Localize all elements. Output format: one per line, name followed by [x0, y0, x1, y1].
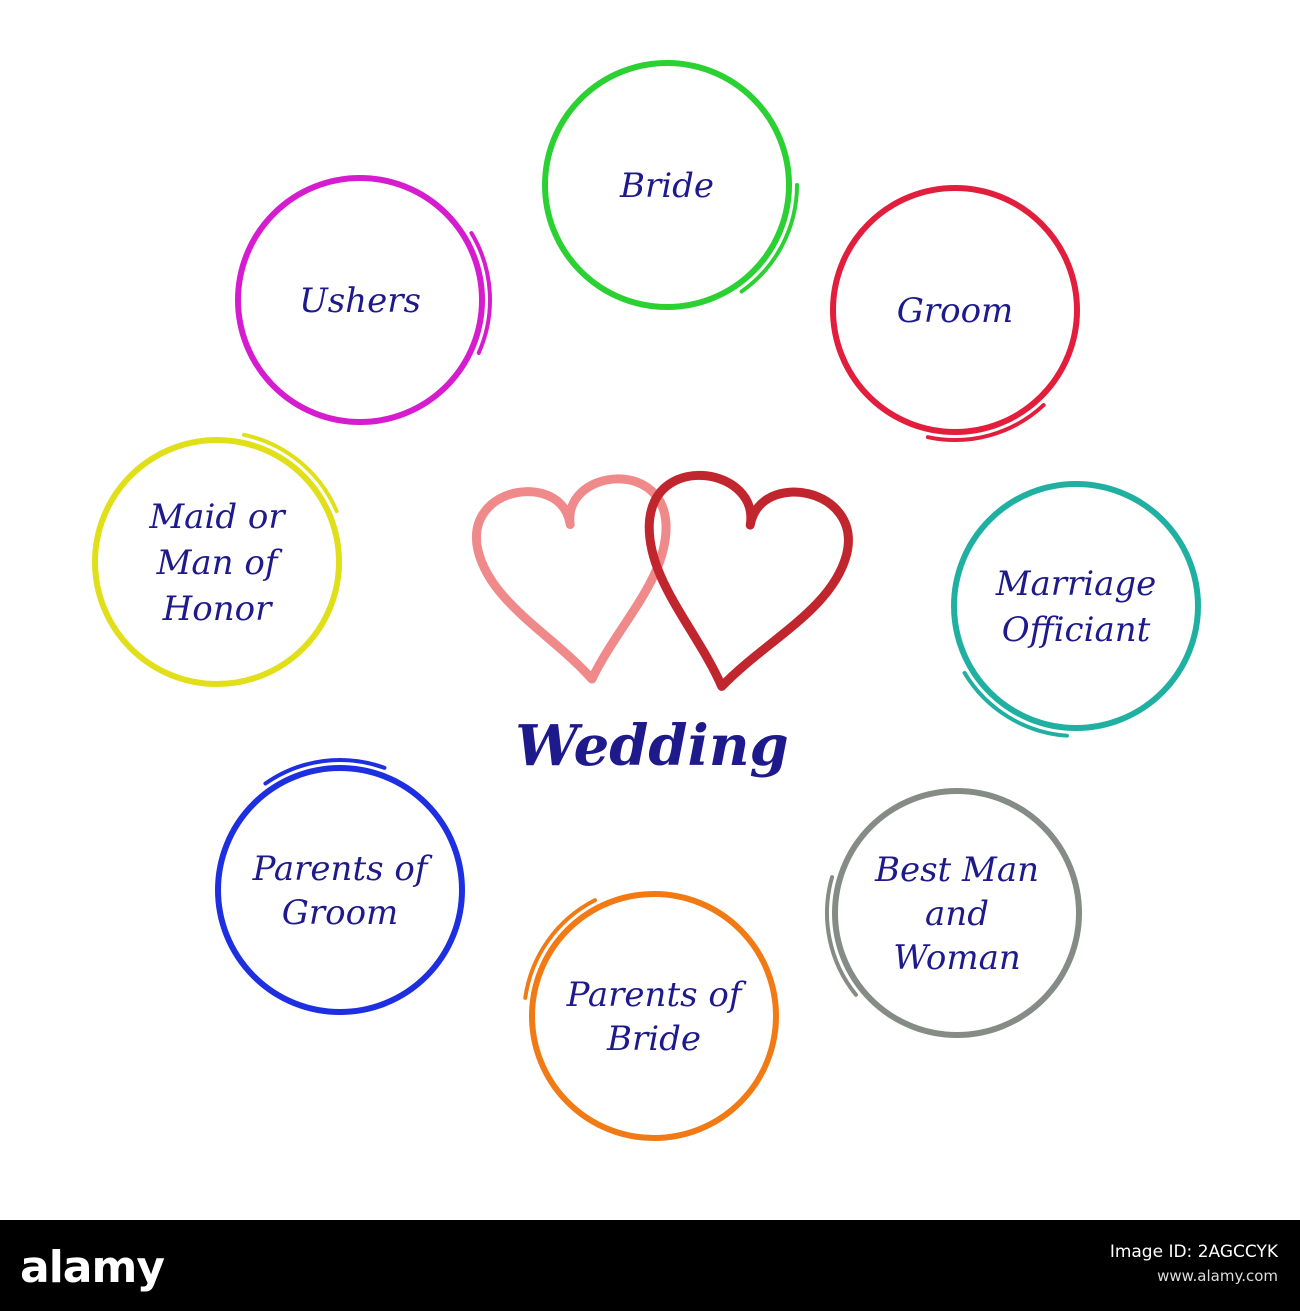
hearts-icon — [471, 470, 853, 691]
node-label: Parents of — [252, 849, 433, 889]
node-ring — [951, 481, 1201, 731]
node-label: Bride — [606, 1019, 701, 1059]
node-ring-stroke — [242, 432, 339, 514]
node-label: Bride — [619, 166, 714, 206]
node-ring — [215, 765, 465, 1015]
brand-logo: alamy — [20, 1242, 165, 1293]
node-label: Man of — [156, 543, 283, 583]
node-ring — [235, 175, 485, 425]
image-id: Image ID: 2AGCCYK www.alamy.com — [1110, 1240, 1278, 1288]
node-label: Groom — [897, 291, 1014, 331]
node-ushers: Ushers — [235, 175, 492, 425]
node-ring — [542, 60, 792, 310]
heart-shape — [471, 474, 671, 684]
node-label: Best Man — [874, 850, 1039, 890]
node-label: and — [925, 894, 989, 934]
watermark-bar: alamy Image ID: 2AGCCYK www.alamy.com — [0, 1220, 1300, 1311]
node-ring-stroke — [962, 670, 1069, 738]
heart-shape — [644, 470, 853, 691]
node-ring-stroke — [739, 183, 799, 294]
node-ring-stroke — [523, 898, 597, 1000]
node-ring — [832, 788, 1082, 1038]
node-ring — [529, 891, 779, 1141]
node-ring-stroke — [469, 231, 492, 355]
node-groom: Groom — [830, 185, 1080, 442]
node-ring-stroke — [825, 875, 858, 997]
image-url: www.alamy.com — [1157, 1267, 1278, 1285]
wedding-diagram: Wedding BrideGroomMarriageOfficiantBest … — [92, 60, 1201, 1141]
node-ring — [830, 185, 1080, 435]
node-label: Honor — [162, 589, 273, 629]
node-label: Parents of — [566, 975, 747, 1015]
image-id-label: Image ID: 2AGCCYK — [1109, 1242, 1278, 1262]
node-label: Ushers — [299, 281, 421, 321]
node-ring-stroke — [925, 403, 1046, 442]
node-maid-or-man-of-honor: Maid or Man of Honor — [92, 432, 342, 687]
node-ring-stroke — [263, 758, 387, 786]
node-label: Maid or — [148, 497, 286, 537]
node-label: Marriage — [995, 564, 1157, 604]
node-bride: Bride — [542, 60, 799, 310]
diagram-title: Wedding — [515, 713, 788, 779]
node-label: Woman — [893, 938, 1021, 978]
node-label: Officiant — [1002, 610, 1151, 650]
node-label: Groom — [282, 893, 399, 933]
node-ring — [92, 437, 342, 687]
